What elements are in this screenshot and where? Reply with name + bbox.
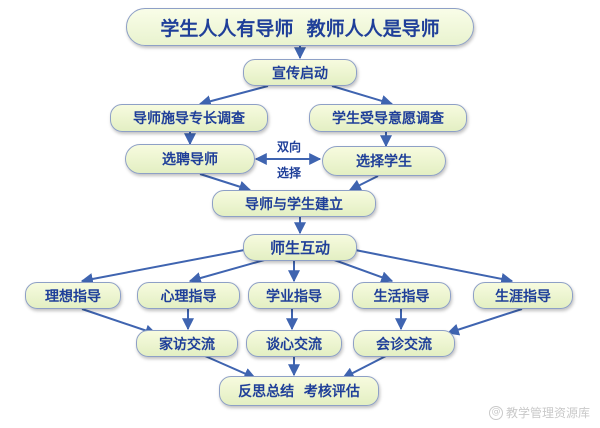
node-select-student: 选择学生 [322,146,446,176]
node-home-visit-label: 家访交流 [159,336,215,353]
node-study-guidance-label: 学业指导 [266,288,322,305]
node-establish-label: 导师与学生建立 [245,196,343,213]
node-study-guidance: 学业指导 [248,282,340,309]
node-student-survey-label: 学生受导意愿调查 [332,111,444,127]
node-summary-label: 反思总结 考核评估 [238,384,360,400]
node-career-guidance: 生涯指导 [473,282,573,309]
node-student-survey: 学生受导意愿调查 [309,104,467,132]
arrow-interaction-life [325,256,394,283]
node-heart-talk: 谈心交流 [246,330,342,357]
node-life-guidance: 生活指导 [352,282,451,309]
label-two-way: 双向 [277,140,302,154]
node-ideal-guidance: 理想指导 [25,282,121,309]
node-consult-label: 会诊交流 [376,336,432,353]
watermark: @ 教学管理资源库 [488,404,590,421]
node-launch-label: 宣传启动 [272,65,328,82]
arrow-launch-student-survey [331,85,394,107]
node-select-student-label: 选择学生 [356,154,412,170]
watermark-text: 教学管理资源库 [505,406,590,420]
title-node: 学生人人有导师 教师人人是导师 [126,8,474,46]
node-interaction: 师生互动 [243,234,357,261]
node-consult: 会诊交流 [353,330,455,357]
node-summary: 反思总结 考核评估 [219,376,379,406]
arrow-interaction-career [344,247,514,285]
node-launch: 宣传启动 [243,59,357,86]
arrow-select-student-establish [348,175,379,191]
node-select-mentor: 选聘导师 [125,144,255,174]
node-ideal-guidance-label: 理想指导 [45,288,101,305]
label-selection: 选择 [277,166,302,180]
node-psych-guidance: 心理指导 [137,282,240,309]
node-career-guidance-label: 生涯指导 [495,288,551,305]
node-interaction-label: 师生互动 [269,239,330,257]
node-mentor-survey-label: 导师施导专长调查 [133,111,245,127]
arrow-interaction-psych [188,256,276,284]
node-establish: 导师与学生建立 [212,190,376,217]
watermark-logo-icon: @ [488,405,503,420]
arrow-interaction-ideal [80,247,256,285]
node-heart-talk-label: 谈心交流 [266,336,322,353]
arrow-consult-summary [341,355,387,379]
node-life-guidance-label: 生活指导 [373,288,430,305]
arrow-launch-mentor-survey [198,85,269,108]
arrow-ideal-home [81,308,158,337]
node-home-visit: 家访交流 [136,330,238,357]
arrow-career-consult [446,308,523,336]
node-mentor-survey: 导师施导专长调查 [110,104,268,132]
arrow-home-summary [204,355,257,380]
arrow-select-mentor-establish [199,173,252,193]
node-psych-guidance-label: 心理指导 [160,288,217,305]
node-select-mentor-label: 选聘导师 [162,152,218,168]
title-text: 学生人人有导师 教师人人是导师 [160,17,440,40]
